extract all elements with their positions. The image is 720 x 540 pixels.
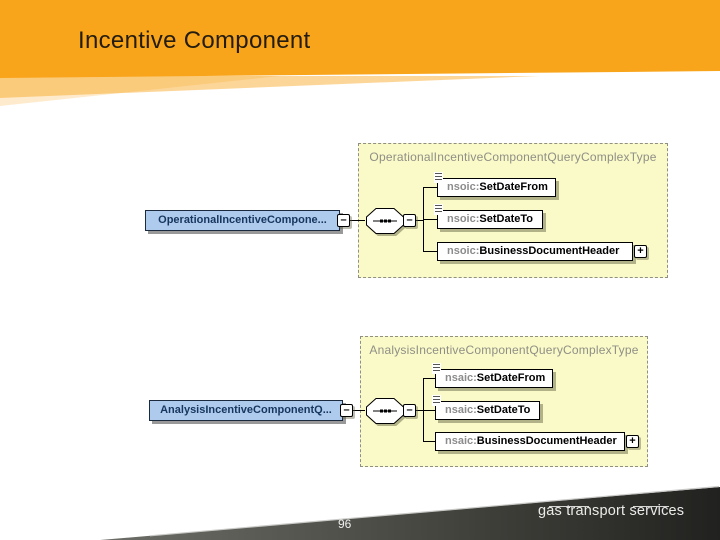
element-box: nsoic:SetDateTo — [437, 210, 543, 229]
logo-swash — [633, 506, 669, 507]
connector-line — [353, 410, 365, 411]
connector-line — [416, 410, 424, 411]
connector-line — [423, 187, 437, 188]
connector-line — [416, 220, 424, 221]
collapse-minus-icon[interactable]: – — [403, 214, 416, 227]
element-box: nsaic:BusinessDocumentHeader — [435, 432, 625, 451]
header-accent-stripe-light — [0, 76, 280, 106]
root-element-box: AnalysisIncentiveComponentQ... — [149, 400, 343, 421]
element-name: SetDateFrom — [476, 372, 546, 384]
connector-line — [423, 441, 435, 442]
footer-wedge — [100, 485, 720, 540]
collapse-minus-icon[interactable]: – — [337, 214, 350, 227]
element-prefix: nsaic: — [445, 372, 477, 384]
text-content-icon — [434, 204, 443, 215]
connector-line — [423, 410, 435, 411]
connector-line — [350, 220, 365, 221]
sequence-icon — [366, 398, 404, 424]
element-name: SetDateTo — [476, 404, 531, 416]
element-box: nsoic:BusinessDocumentHeader — [437, 242, 633, 261]
text-content-icon — [434, 172, 443, 183]
element-prefix: nsoic: — [447, 213, 480, 225]
text-content-icon — [432, 363, 441, 374]
header-orange-band — [0, 0, 720, 78]
complex-type-title: OperationalIncentiveComponentQueryComple… — [369, 150, 657, 164]
element-name: SetDateTo — [479, 213, 533, 225]
footer-logo: gas transport services — [538, 503, 685, 519]
connector-line — [423, 378, 435, 379]
root-element-label: OperationalIncentiveCompone... — [158, 214, 327, 226]
expand-plus-icon[interactable]: + — [626, 435, 639, 448]
element-prefix: nsoic: — [447, 245, 480, 257]
logo-swash — [549, 506, 589, 507]
element-box: nsoic:SetDateFrom — [437, 178, 556, 197]
expand-plus-icon[interactable]: + — [634, 245, 647, 258]
element-name: BusinessDocumentHeader — [476, 435, 617, 447]
element-name: BusinessDocumentHeader — [479, 245, 620, 257]
root-element-label: AnalysisIncentiveComponentQ... — [160, 404, 332, 416]
slide-title: Incentive Component — [78, 27, 311, 54]
connector-line — [423, 219, 437, 220]
collapse-minus-icon[interactable]: – — [340, 404, 353, 417]
element-name: SetDateFrom — [479, 181, 548, 193]
page-number: 96 — [338, 517, 352, 531]
collapse-minus-icon[interactable]: – — [403, 404, 416, 417]
element-prefix: nsaic: — [445, 404, 477, 416]
element-prefix: nsoic: — [447, 181, 480, 193]
sequence-icon — [366, 208, 404, 234]
element-box: nsaic:SetDateFrom — [435, 369, 553, 388]
element-box: nsaic:SetDateTo — [435, 401, 540, 420]
connector-line — [423, 251, 437, 252]
root-element-box: OperationalIncentiveCompone... — [145, 210, 340, 231]
text-content-icon — [432, 395, 441, 406]
element-prefix: nsaic: — [445, 435, 477, 447]
complex-type-title: AnalysisIncentiveComponentQueryComplexTy… — [369, 343, 639, 357]
